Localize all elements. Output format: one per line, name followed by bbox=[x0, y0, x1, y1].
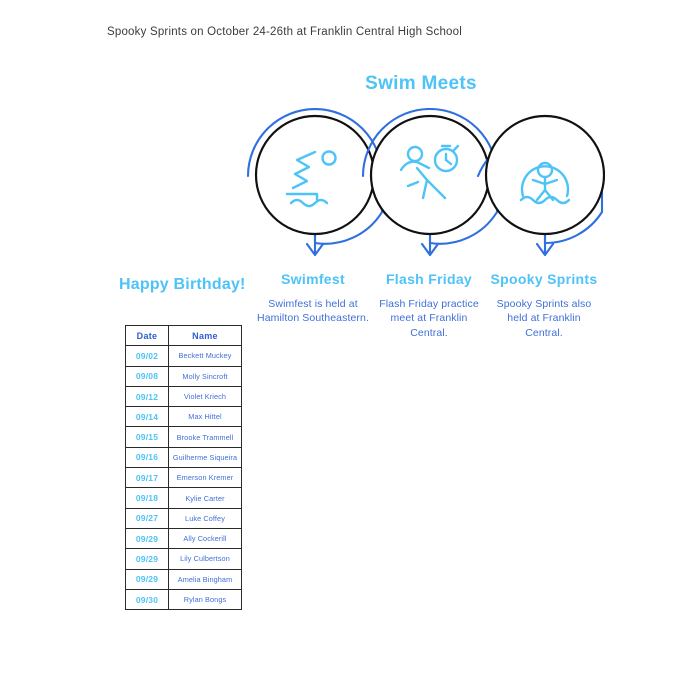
swim-meets-flow-diagram bbox=[245, 108, 605, 258]
flow-step-3 bbox=[476, 114, 605, 257]
cell-date: 09/14 bbox=[125, 406, 169, 428]
cell-date: 09/17 bbox=[125, 467, 169, 489]
swim-step-column-flash-friday: Flash Friday Flash Friday practice meet … bbox=[373, 271, 485, 340]
cell-date: 09/18 bbox=[125, 487, 169, 509]
step-3-circle bbox=[484, 114, 605, 236]
swim-meets-columns: Swimfest Swimfest is held at Hamilton So… bbox=[245, 271, 610, 372]
step-label-flash-friday: Flash Friday bbox=[385, 271, 473, 287]
cell-date: 09/27 bbox=[125, 507, 169, 529]
step-label-spooky-sprints: Spooky Sprints bbox=[490, 271, 598, 287]
cell-name: Beckett Muckey bbox=[168, 345, 242, 367]
cell-date: 09/30 bbox=[125, 588, 169, 611]
cell-name: Kylie Carter bbox=[168, 487, 242, 509]
swimmer-in-water-icon bbox=[519, 161, 571, 205]
cell-name: Lily Culbertson bbox=[168, 548, 242, 570]
flow-step-1 bbox=[246, 108, 384, 257]
cell-date: 09/16 bbox=[125, 446, 169, 469]
step-description-spooky-sprints: Spooky Sprints also held at Franklin Cen… bbox=[496, 297, 592, 339]
step-2-circle bbox=[369, 114, 491, 236]
cell-date: 09/02 bbox=[125, 345, 169, 367]
cell-name: Max Hittel bbox=[168, 406, 242, 428]
cell-name: Rylan Bongs bbox=[168, 588, 242, 611]
cell-date: 09/15 bbox=[125, 426, 169, 448]
swim-step-column-swimfest: Swimfest Swimfest is held at Hamilton So… bbox=[257, 271, 369, 326]
cell-name: Amelia Bingham bbox=[168, 568, 242, 590]
page-caption: Spooky Sprints on October 24-26th at Fra… bbox=[107, 26, 462, 38]
cell-name: Violet Kriech bbox=[168, 385, 242, 408]
cell-name: Brooke Trammell bbox=[168, 426, 242, 448]
cell-date: 09/12 bbox=[125, 385, 169, 408]
step-description-swimfest: Swimfest is held at Hamilton Southeaster… bbox=[257, 297, 369, 325]
swim-meets-title: Swim Meets bbox=[0, 73, 694, 95]
cell-name: Emerson Kremer bbox=[168, 467, 242, 489]
cell-name: Ally Cockerill bbox=[168, 527, 242, 550]
cell-name: Molly Sincroft bbox=[168, 365, 242, 387]
step-1-circle bbox=[254, 114, 376, 236]
cell-name: Luke Coffey bbox=[168, 507, 242, 529]
cell-date: 09/29 bbox=[125, 548, 169, 570]
happy-birthday-title: Happy Birthday! bbox=[119, 276, 246, 293]
step-description-flash-friday: Flash Friday practice meet at Franklin C… bbox=[379, 297, 479, 339]
runner-stopwatch-icon bbox=[399, 144, 460, 200]
flow-step-2 bbox=[361, 108, 499, 257]
cell-date: 09/29 bbox=[125, 568, 169, 590]
cell-date: 09/29 bbox=[125, 527, 169, 550]
cell-name: Guilherme Siqueira bbox=[168, 446, 242, 469]
swimmer-diving-icon bbox=[285, 150, 337, 208]
column-header-name: Name bbox=[168, 324, 242, 347]
swim-meets-title-text: Swim Meets bbox=[365, 73, 477, 94]
swim-step-column-spooky-sprints: Spooky Sprints Spooky Sprints also held … bbox=[488, 271, 600, 340]
cell-date: 09/08 bbox=[125, 365, 169, 387]
table-header-row: Date Name bbox=[125, 324, 242, 347]
column-header-date: Date bbox=[125, 324, 169, 347]
step-label-swimfest: Swimfest bbox=[281, 271, 345, 287]
